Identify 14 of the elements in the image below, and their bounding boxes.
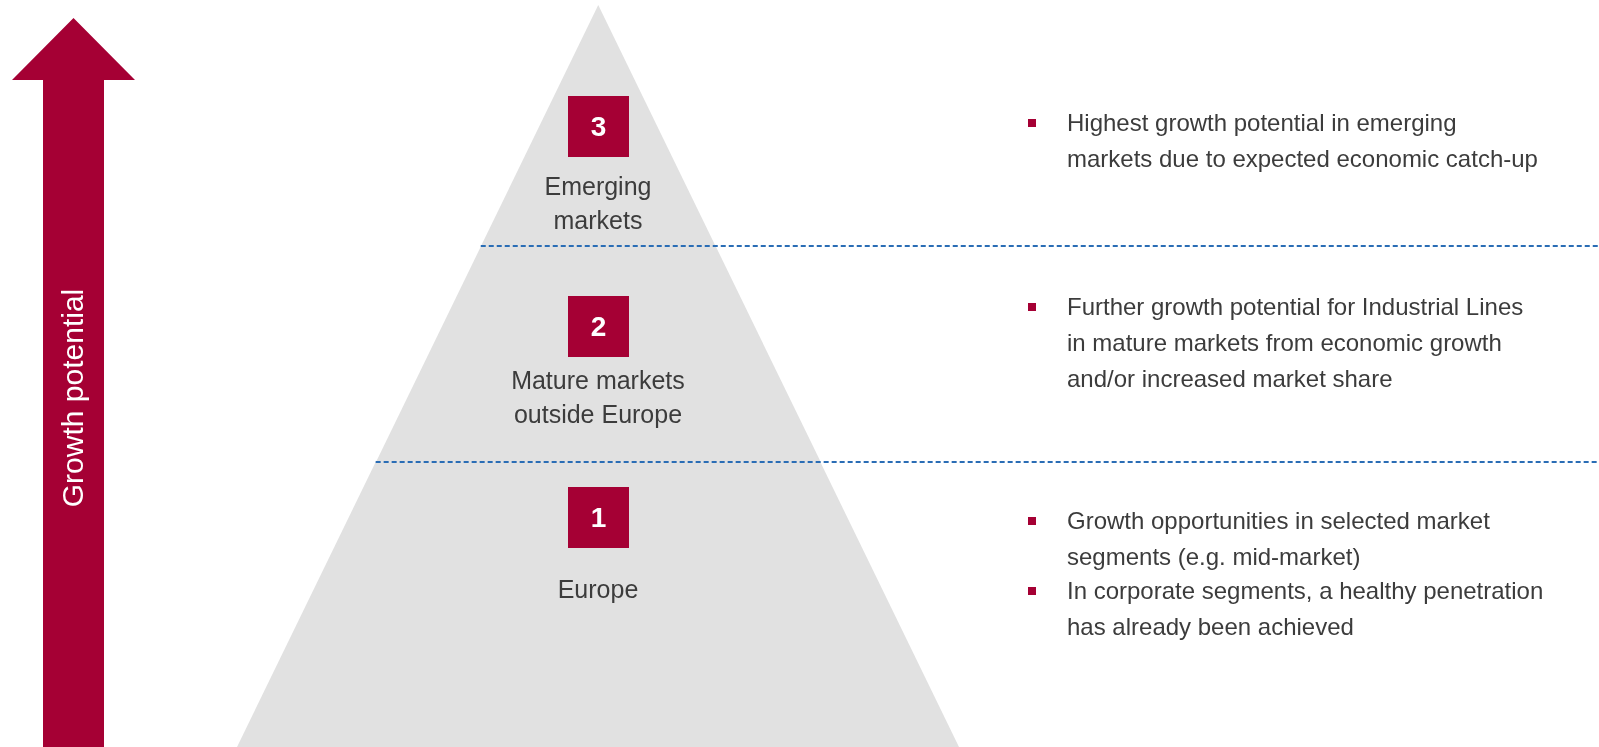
bullet-text: In corporate segments, a healthy penetration has already been achieved [1067, 576, 1545, 642]
bullet-text: Further growth potential for Industrial Lines in mature markets from economic growth and/or increased market share [1067, 292, 1525, 394]
axis-label: Growth potential [56, 288, 90, 508]
tier-label: Mature markets outside Europe [510, 365, 686, 430]
number-badge: 2 [568, 296, 629, 357]
pyramid-tier [480, 5, 716, 246]
number-badge: 1 [568, 487, 629, 548]
tier-label: Europe [556, 574, 640, 605]
tier-label: Emerging markets [543, 171, 653, 236]
growth-arrow [12, 18, 135, 747]
bullet-text: Highest growth potential in emerging markets due to expected economic catch-up [1067, 108, 1539, 174]
number-badge: 3 [568, 96, 629, 157]
pyramid-tier [375, 246, 821, 462]
bullet-text: Growth opportunities in selected market segments (e.g. mid-market) [1067, 506, 1491, 572]
